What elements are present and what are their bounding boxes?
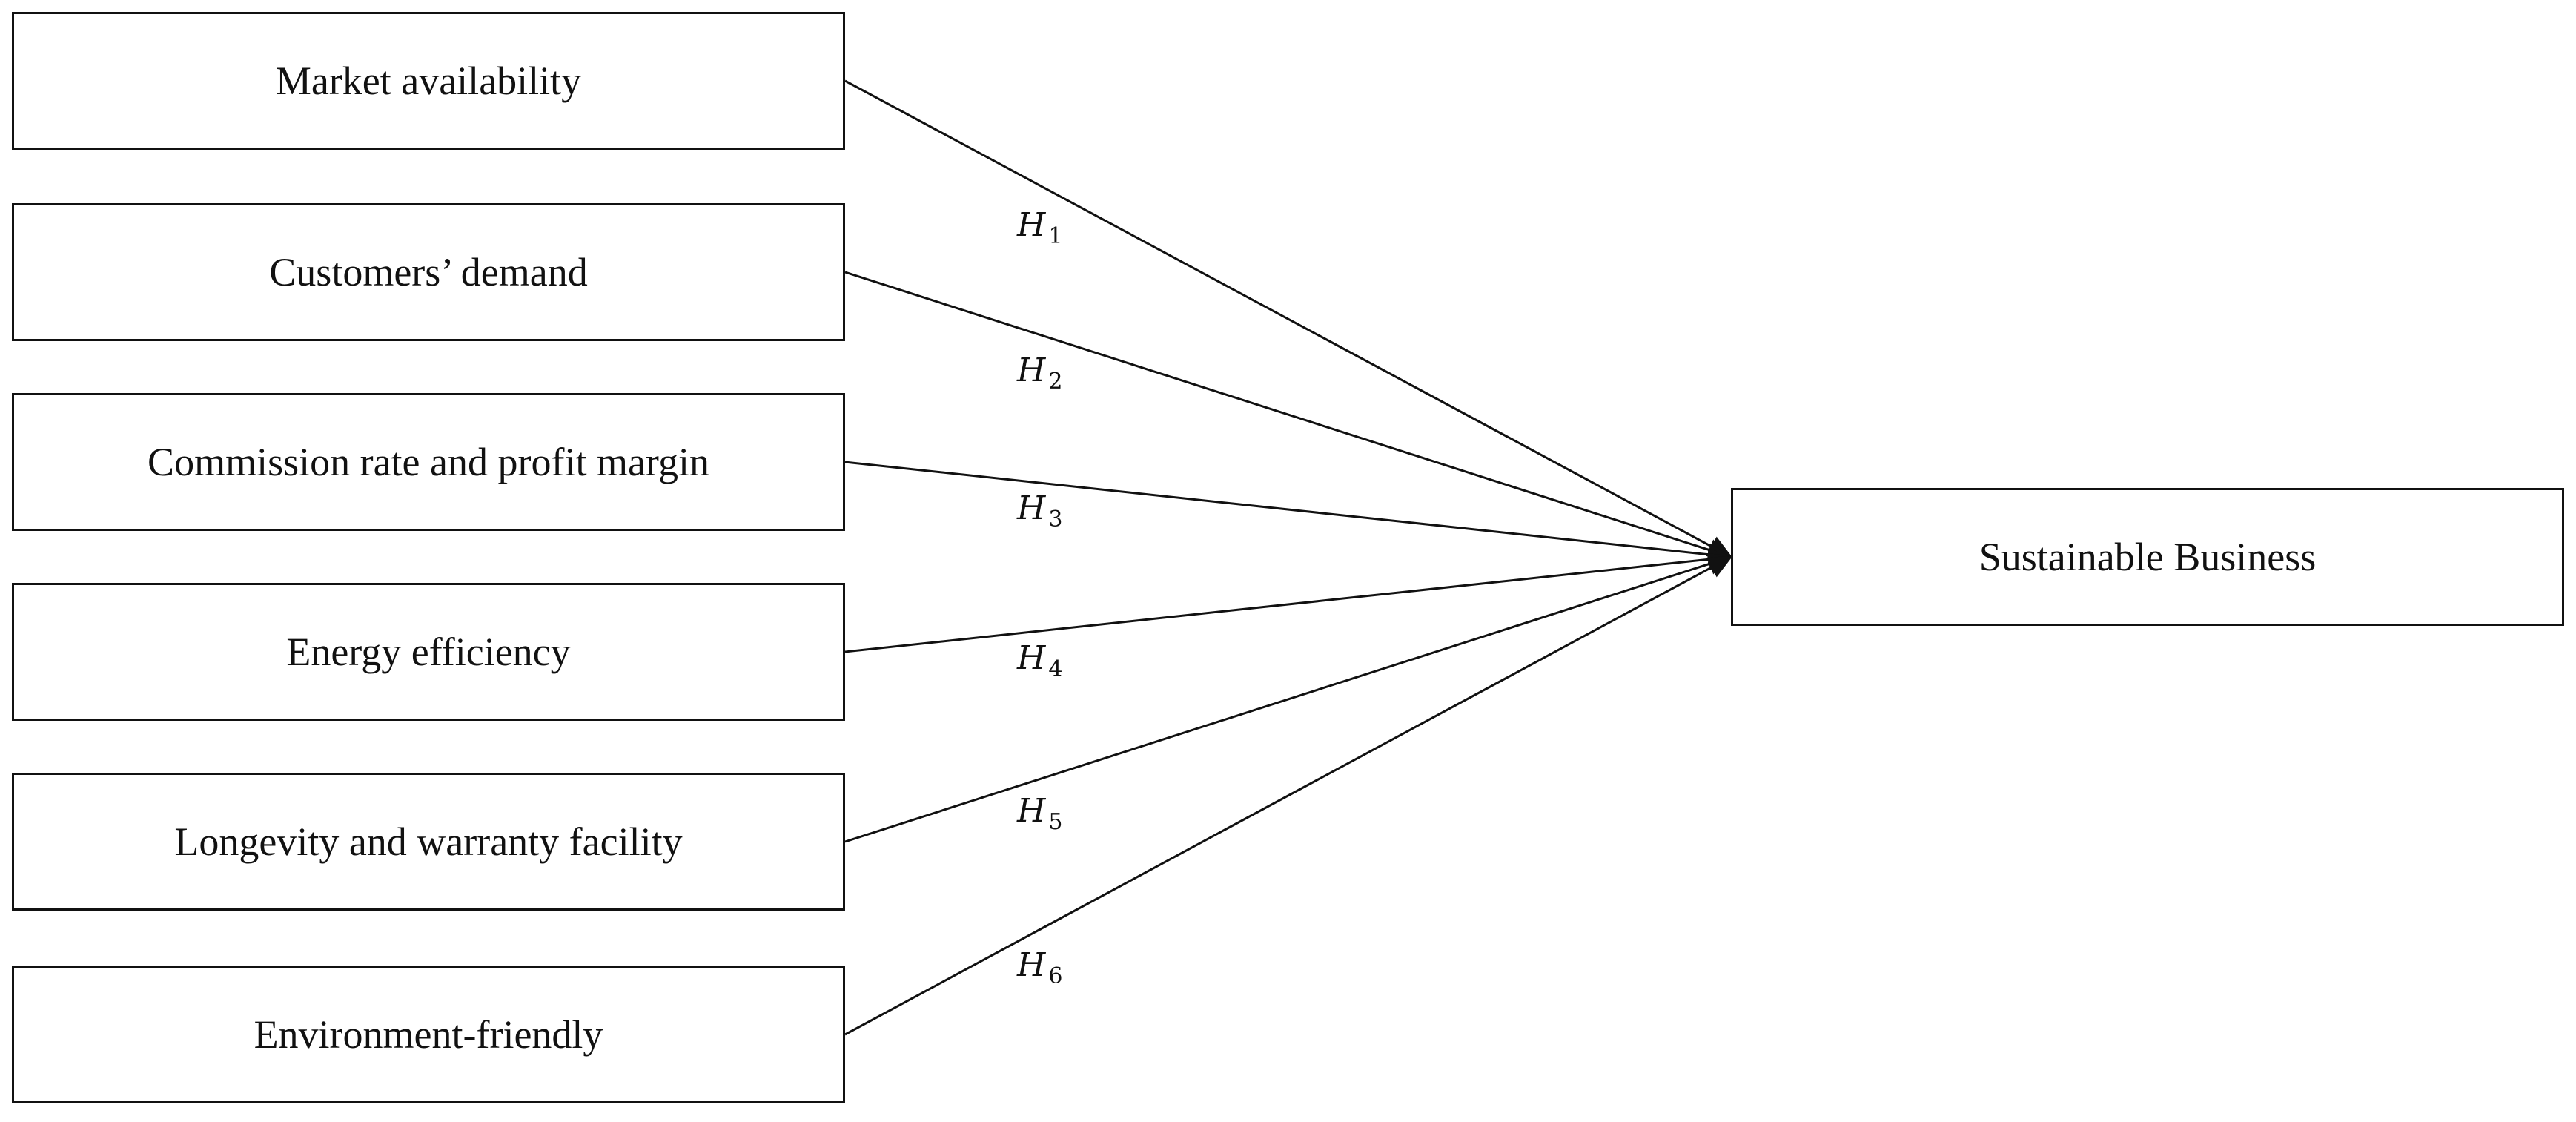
path-h2-arrow (844, 271, 1733, 561)
factor-box-environment-friendly: Environment-friendly (12, 966, 845, 1103)
hypothesis-letter: H (1017, 792, 1046, 830)
factor-label: Customers’ demand (269, 250, 588, 294)
hypothesis-letter: H (1017, 946, 1046, 984)
hypothesis-index: 1 (1048, 223, 1063, 249)
hypothesis-index: 2 (1048, 369, 1063, 395)
outcome-box-sustainable-business: Sustainable Business (1731, 488, 2564, 626)
path-h3-arrow (844, 461, 1733, 566)
factor-label: Longevity and warranty facility (174, 819, 683, 864)
hypothesis-letter: H (1017, 639, 1046, 677)
factor-label: Environment-friendly (254, 1012, 603, 1057)
factor-label: Commission rate and profit margin (148, 440, 709, 484)
factor-box-energy-efficiency: Energy efficiency (12, 583, 845, 721)
hypothesis-index: 4 (1048, 656, 1063, 682)
path-h4-arrow (844, 548, 1733, 653)
factor-box-longevity-warranty: Longevity and warranty facility (12, 773, 845, 911)
hypothesis-index: 6 (1048, 963, 1063, 989)
hypothesis-letter: H (1017, 489, 1046, 527)
hypothesis-letter: H (1017, 206, 1046, 244)
hypothesis-index: 5 (1048, 809, 1063, 835)
factor-box-customers-demand: Customers’ demand (12, 203, 845, 341)
factor-box-commission-rate-profit-margin: Commission rate and profit margin (12, 393, 845, 531)
path-h5-arrow (844, 552, 1733, 843)
factor-label: Energy efficiency (286, 630, 571, 674)
factor-label: Market availability (275, 59, 582, 103)
path-h1-arrow (844, 79, 1733, 558)
hypothesis-index: 3 (1048, 506, 1063, 532)
outcome-label: Sustainable Business (1979, 535, 2317, 579)
hypothesis-letter: H (1017, 352, 1046, 389)
factor-box-market-availability: Market availability (12, 12, 845, 150)
path-h6-arrow (844, 555, 1733, 1036)
